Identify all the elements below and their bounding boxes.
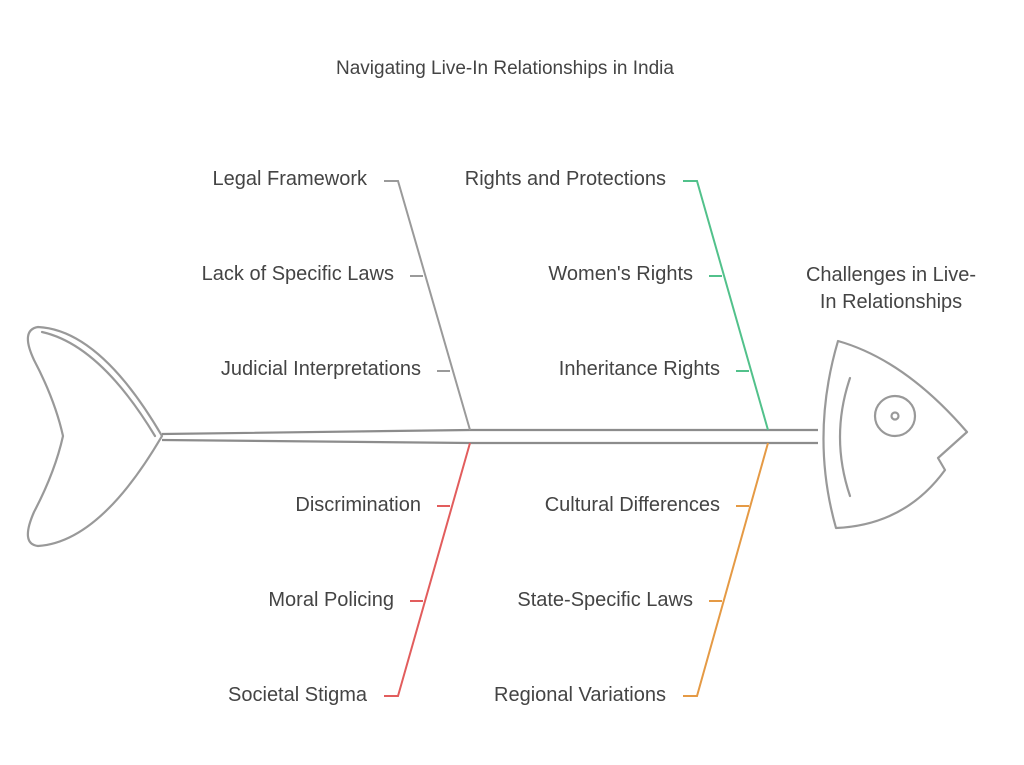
fish-head (822, 339, 969, 530)
bone-legal (384, 180, 471, 431)
cause-label: Cultural Differences (544, 494, 720, 516)
category-label-rights: Rights and Protections (464, 168, 666, 190)
cause-label: Discrimination (295, 494, 421, 516)
bone-rights (683, 180, 769, 431)
fish-spine (161, 428, 818, 445)
category-label-regional: Regional Variations (494, 684, 666, 706)
category-label-social: Societal Stigma (228, 684, 367, 706)
cause-label: Inheritance Rights (558, 358, 720, 380)
fish-eye-icon (873, 394, 917, 438)
cause-label: Judicial Interpretations (220, 358, 421, 380)
bone-regional (683, 442, 769, 697)
diagram-title: Navigating Live-In Relationships in Indi… (336, 58, 674, 79)
cause-label: State-Specific Laws (517, 589, 693, 611)
cause-label: Women's Rights (548, 263, 693, 285)
cause-label: Lack of Specific Laws (201, 263, 394, 285)
bone-social (384, 442, 471, 697)
cause-label: Moral Policing (268, 589, 394, 611)
fish-bones (384, 180, 769, 697)
effect-label: Challenges in Live- In Relationships (805, 264, 977, 313)
fish-tail (26, 325, 164, 548)
category-label-legal: Legal Framework (212, 168, 367, 190)
